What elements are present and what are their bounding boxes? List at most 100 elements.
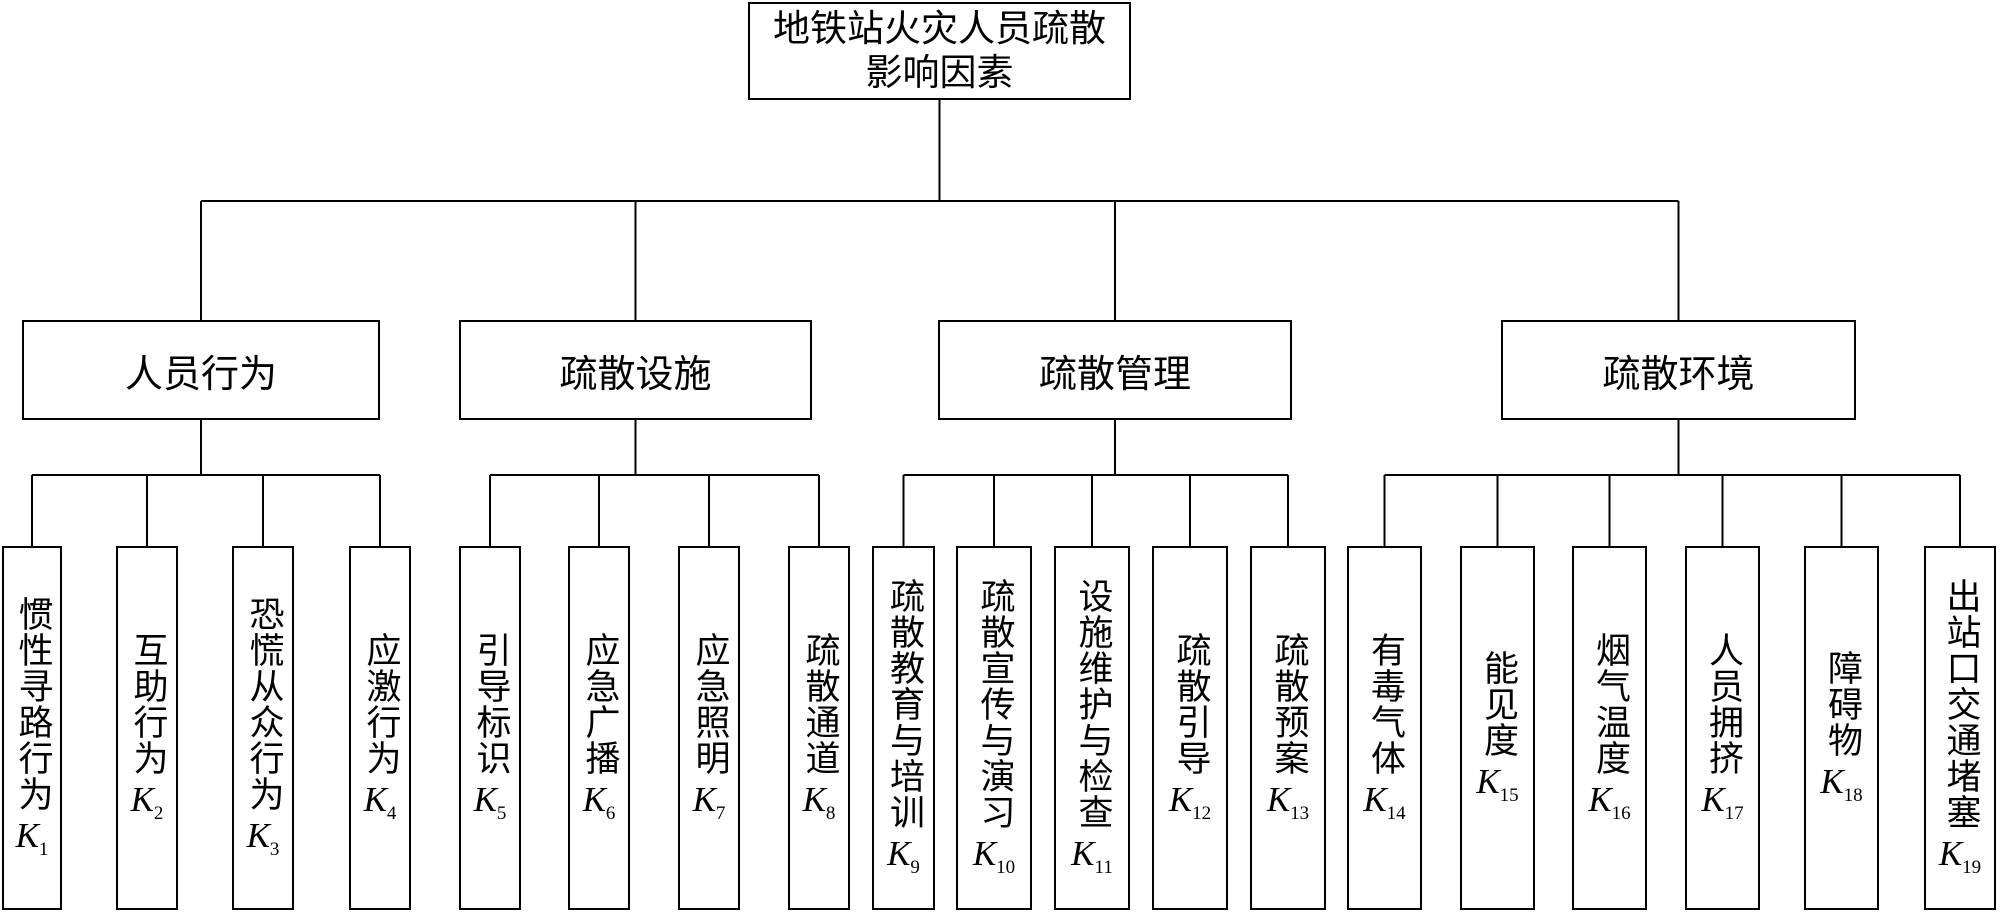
factor-code-letter: K <box>1071 833 1095 873</box>
factor-code: K15 <box>1476 762 1518 807</box>
category-node-1: 人员行为 <box>22 320 380 420</box>
factor-code: K19 <box>1939 834 1981 879</box>
factor-code-letter: K <box>1701 779 1725 819</box>
factor-code-index: 9 <box>910 856 920 878</box>
factor-code-index: 4 <box>386 802 397 824</box>
factor-code-index: 14 <box>1386 802 1406 824</box>
root-title-line2: 影响因素 <box>865 51 1014 94</box>
factor-code-letter: K <box>972 833 997 873</box>
factor-code-index: 13 <box>1290 802 1310 824</box>
factor-code-letter: K <box>1820 761 1844 801</box>
factor-code: K16 <box>1588 780 1630 825</box>
root-title-line1: 地铁站火灾人员疏散 <box>773 7 1106 50</box>
factor-code: K11 <box>1071 834 1113 879</box>
factor-code: K17 <box>1701 780 1743 825</box>
factor-code-index: 8 <box>825 802 836 824</box>
factor-code-index: 17 <box>1724 802 1744 824</box>
factor-label: 烟气温度 <box>1590 631 1630 776</box>
factor-code: K12 <box>1169 780 1211 825</box>
factor-label: 疏散预案 <box>1268 631 1309 776</box>
factor-code-letter: K <box>246 815 270 855</box>
factor-code-letter: K <box>887 833 911 873</box>
factor-label: 疏散引导 <box>1170 631 1211 776</box>
factor-code-index: 11 <box>1094 856 1113 878</box>
factor-code-letter: K <box>1266 779 1291 819</box>
factor-code-letter: K <box>1476 761 1500 801</box>
category-node-2: 疏散设施 <box>459 320 812 420</box>
factor-code-index: 1 <box>38 838 49 860</box>
factor-label: 疏散通道 <box>799 631 840 776</box>
factor-code: K13 <box>1267 780 1309 825</box>
factor-code-index: 3 <box>269 838 280 860</box>
factor-code-letter: K <box>1168 779 1193 819</box>
factor-code-letter: K <box>1588 779 1612 819</box>
factor-code-index: 19 <box>1962 856 1982 878</box>
factor-code: K6 <box>583 780 616 825</box>
factor-code-letter: K <box>582 779 606 819</box>
factor-label: 能见度 <box>1478 649 1518 758</box>
factor-label: 惯性寻路行为 <box>12 595 53 812</box>
factor-label: 互助行为 <box>127 631 168 776</box>
factor-code-letter: K <box>1938 833 1963 873</box>
factor-code: K10 <box>973 834 1015 879</box>
factor-code: K4 <box>364 780 397 825</box>
factor-label: 人员拥挤 <box>1703 631 1743 776</box>
factor-label: 引导标识 <box>470 631 511 776</box>
factor-code-index: 10 <box>996 856 1016 878</box>
factor-code: K18 <box>1820 762 1862 807</box>
factor-code: K2 <box>131 780 164 825</box>
factor-code-letter: K <box>130 779 154 819</box>
factor-code-letter: K <box>473 779 497 819</box>
factor-code-letter: K <box>692 779 716 819</box>
factor-code-index: 6 <box>605 802 616 824</box>
factor-label: 恐慌从众行为 <box>243 595 284 812</box>
factor-code-index: 7 <box>715 802 726 824</box>
factor-code: K7 <box>693 780 726 825</box>
factor-label: 疏散教育与培训 <box>884 577 924 830</box>
factor-code: K14 <box>1363 780 1405 825</box>
factor-label: 有毒气体 <box>1365 631 1405 776</box>
factor-code-index: 12 <box>1192 802 1212 824</box>
factor-code-index: 18 <box>1843 784 1863 806</box>
factor-label: 设施维护与检查 <box>1072 577 1113 830</box>
factor-code-index: 5 <box>496 802 507 824</box>
category-label: 疏散管理 <box>1038 351 1191 396</box>
factor-code-letter: K <box>802 779 826 819</box>
factor-label: 应激行为 <box>360 631 401 776</box>
factor-code: K1 <box>16 816 49 861</box>
root-node: 地铁站火灾人员疏散影响因素 <box>748 2 1131 100</box>
factor-code: K3 <box>247 816 280 861</box>
factor-code: K8 <box>803 780 836 825</box>
category-node-3: 疏散管理 <box>938 320 1292 420</box>
factor-code: K5 <box>474 780 507 825</box>
factor-code-index: 16 <box>1611 802 1631 824</box>
factor-label: 疏散宣传与演习 <box>974 577 1015 830</box>
factor-label: 应急广播 <box>579 631 620 776</box>
factor-code-letter: K <box>1363 779 1387 819</box>
factor-code: K9 <box>887 834 920 879</box>
category-label: 疏散环境 <box>1602 351 1755 396</box>
factor-code-index: 15 <box>1499 784 1519 806</box>
factor-label: 出站口交通堵塞 <box>1940 577 1981 830</box>
factor-code-letter: K <box>363 779 387 819</box>
